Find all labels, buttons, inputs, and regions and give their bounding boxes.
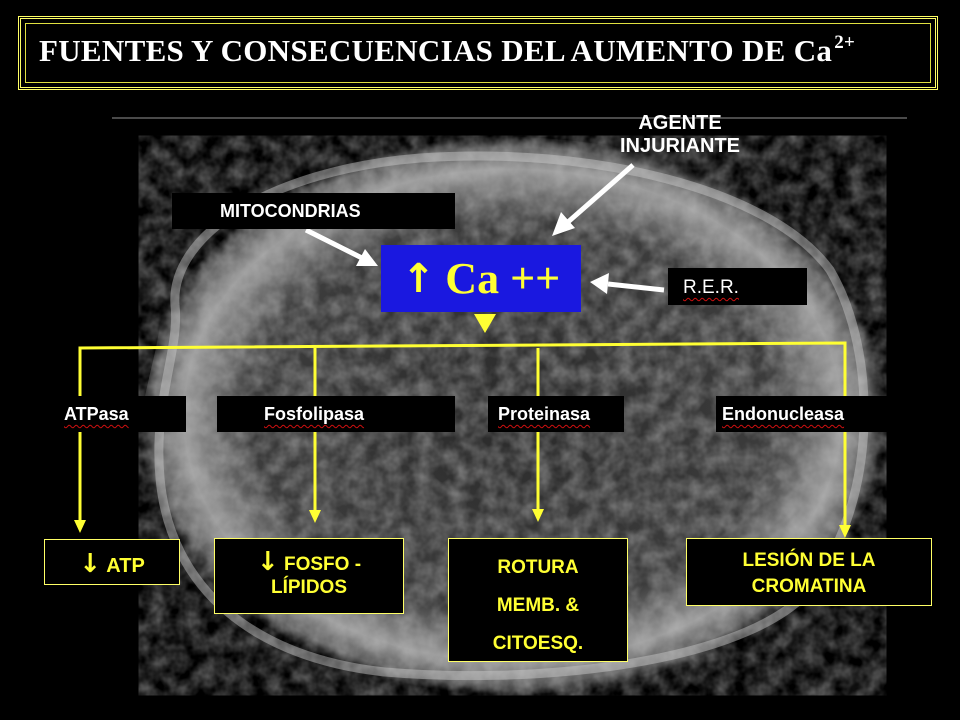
- mitocondrias-label: MITOCONDRIAS: [172, 193, 455, 229]
- enzyme-fosfolipasa: Fosfolipasa: [217, 396, 455, 432]
- calcium-label: Ca ++: [445, 254, 561, 303]
- enzyme-atpasa-text: ATPasa: [64, 404, 129, 424]
- rer-label: R.E.R.: [668, 268, 807, 305]
- source-arrows: [304, 163, 665, 294]
- agente-line1: AGENTE: [638, 112, 722, 134]
- result-fosfo-line1: FOSFO -: [284, 554, 362, 575]
- result-fosfo-line2: LÍPIDOS: [270, 577, 347, 598]
- page-title: FUENTES Y CONSECUENCIAS DEL AUMENTO DE C…: [39, 31, 856, 69]
- divider-line: [112, 117, 907, 119]
- enzyme-endonucleasa-text: Endonucleasa: [722, 404, 845, 424]
- result-rotura-line1: ROTURA: [497, 557, 579, 578]
- result-lesion: LESIÓN DE LA CROMATINA: [686, 538, 932, 606]
- result-lesion-line1: LESIÓN DE LA: [742, 550, 876, 571]
- result-rotura-line2: MEMB. &: [496, 595, 580, 616]
- down-triangle-icon: [474, 314, 496, 333]
- result-rotura: ROTURA MEMB. & CITOESQ.: [448, 538, 628, 662]
- agente-line2: INJURIANTE: [619, 135, 740, 157]
- calcium-box: ↑ Ca ++: [381, 245, 581, 312]
- title-frame: FUENTES Y CONSECUENCIAS DEL AUMENTO DE C…: [18, 16, 938, 90]
- enzyme-fosfolipasa-text: Fosfolipasa: [264, 404, 365, 424]
- agente-injuriante-label: AGENTE INJURIANTE: [600, 112, 760, 158]
- result-fosfolipidos: ↓ FOSFO - LÍPIDOS: [214, 538, 404, 614]
- enzyme-proteinasa: Proteinasa: [488, 396, 624, 432]
- down-arrow-icon: ↓: [79, 549, 101, 579]
- up-arrow-icon: ↑: [401, 255, 436, 302]
- title-superscript: 2+: [834, 31, 856, 53]
- down-arrow-icon: ↓: [256, 547, 279, 577]
- enzyme-proteinasa-text: Proteinasa: [498, 404, 591, 424]
- yellow-arrowheads: [74, 509, 851, 538]
- yellow-connectors: [78, 341, 847, 528]
- mitocondrias-text: MITOCONDRIAS: [220, 201, 361, 221]
- title-main: FUENTES Y CONSECUENCIAS DEL AUMENTO DE C…: [39, 33, 833, 68]
- rer-text: R.E.R.: [683, 277, 739, 298]
- result-atp: ↓ ATP: [44, 539, 180, 585]
- result-rotura-line3: CITOESQ.: [492, 633, 584, 654]
- enzyme-atpasa: ATPasa: [60, 396, 186, 432]
- enzyme-endonucleasa: Endonucleasa: [716, 396, 888, 432]
- result-lesion-line2: CROMATINA: [751, 575, 867, 597]
- result-atp-text: ATP: [106, 555, 145, 577]
